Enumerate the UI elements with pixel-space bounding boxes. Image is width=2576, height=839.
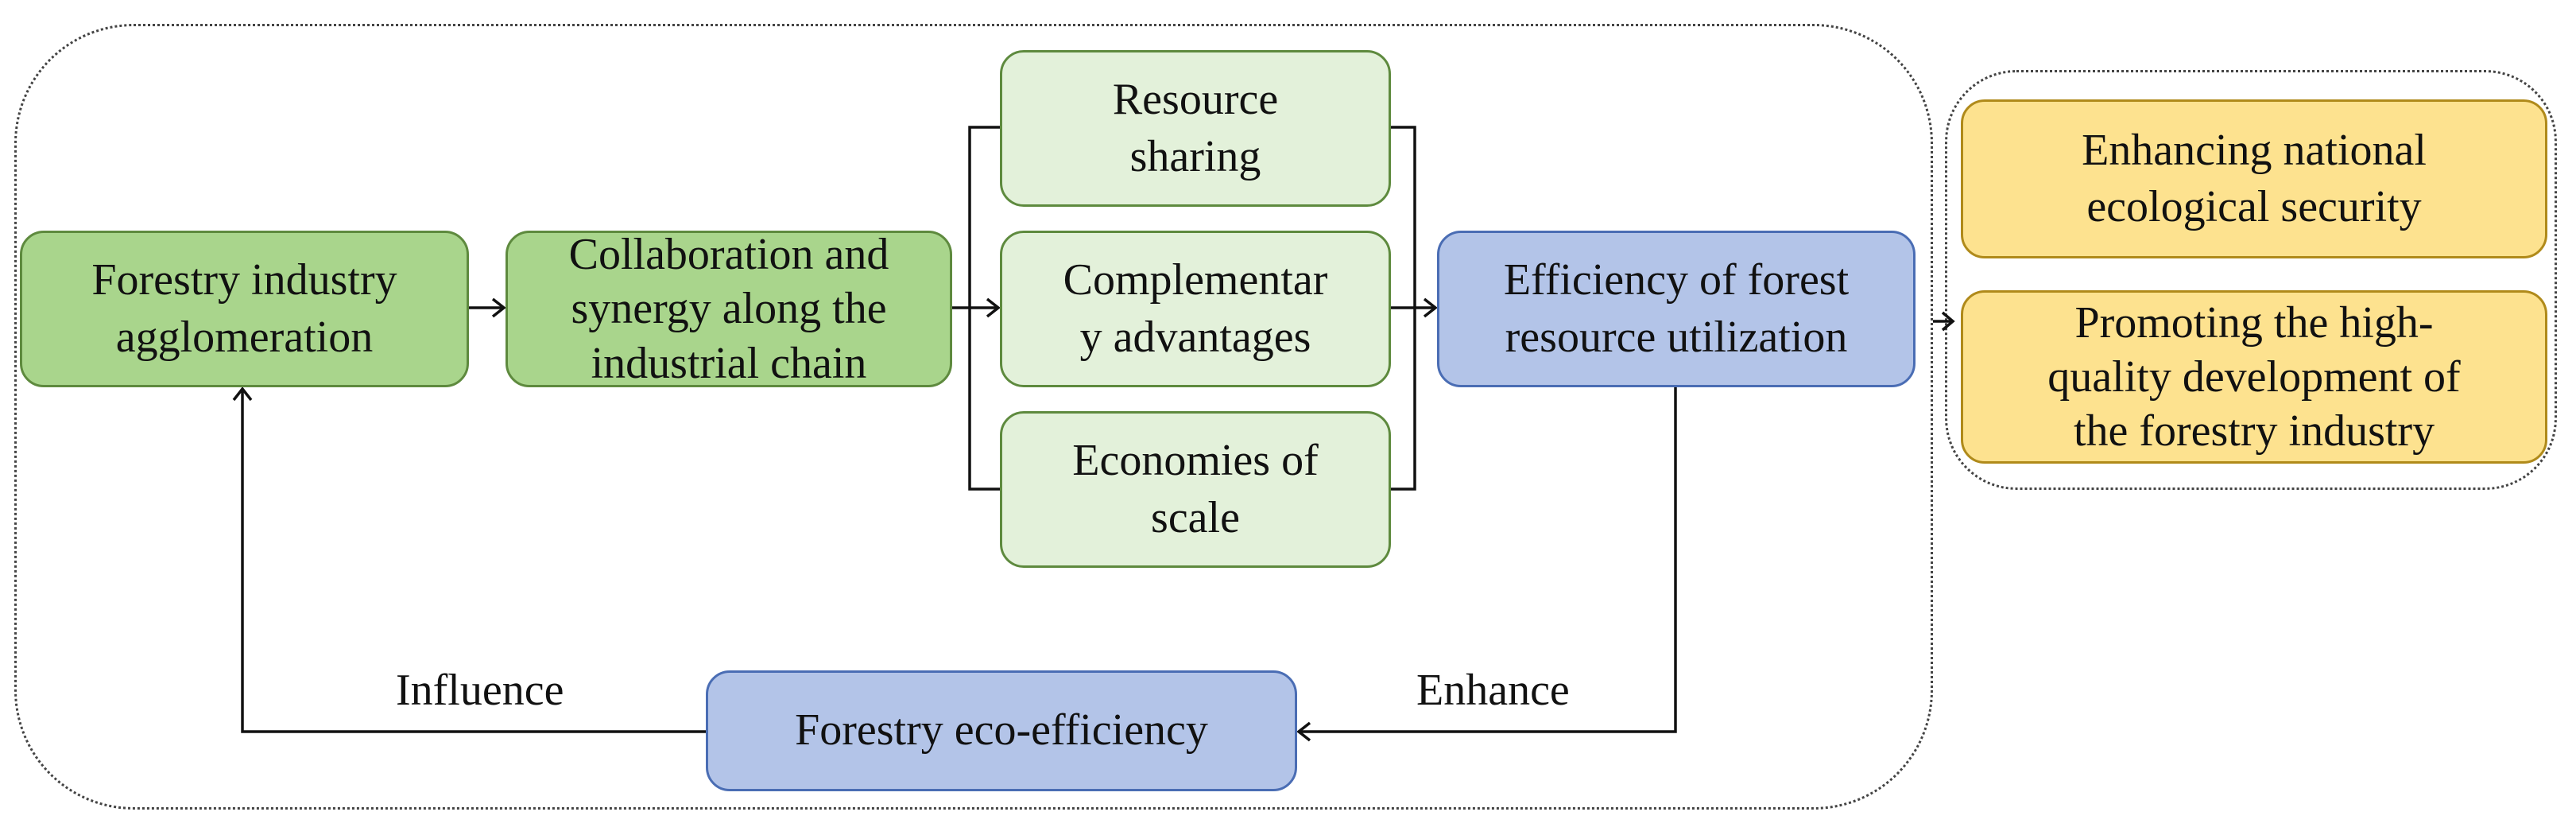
node-text-line: Efficiency of forest: [1503, 255, 1850, 305]
node-text-line: ecological security: [2086, 182, 2422, 231]
node-text-line: agglomeration: [115, 312, 374, 362]
node-text-line: industrial chain: [591, 338, 867, 388]
resource-sharing-node: Resource sharing: [1000, 50, 1391, 207]
node-text-line: synergy along the: [571, 284, 887, 334]
node-text-line: scale: [1151, 492, 1240, 542]
node-text-line: Complementar: [1063, 255, 1328, 305]
node-text-line: Forestry industry: [91, 255, 397, 305]
forestry-industry-agglomeration-node: Forestry industry agglomeration: [20, 231, 469, 387]
complementary-advantages-node: Complementar y advantages: [1000, 231, 1391, 387]
industrial-chain-collaboration-node: Collaboration and synergy along the indu…: [506, 230, 952, 388]
influence-edge-label: Influence: [396, 666, 564, 715]
high-quality-development-node: Promoting the high- quality development …: [1961, 290, 2547, 464]
node-text-line: Economies of: [1072, 436, 1319, 486]
node-text-line: Promoting the high-: [2074, 297, 2434, 348]
node-text-line: Enhancing national: [2082, 125, 2427, 175]
outcomes-region: [1945, 70, 2557, 490]
node-text-line: Collaboration and: [568, 230, 889, 280]
node-text-line: y advantages: [1079, 312, 1311, 362]
node-text-line: Resource: [1112, 75, 1279, 125]
node-text-line: sharing: [1129, 131, 1261, 181]
ecological-security-node: Enhancing national ecological security: [1961, 99, 2547, 258]
node-text-line: resource utilization: [1505, 312, 1848, 362]
forestry-eco-efficiency-node: Forestry eco-efficiency: [706, 670, 1297, 791]
node-text-line: the forestry industry: [2073, 406, 2435, 456]
node-text-line: Forestry eco-efficiency: [795, 705, 1208, 755]
node-text-line: quality development of: [2047, 352, 2461, 402]
economies-of-scale-node: Economies of scale: [1000, 411, 1391, 568]
enhance-edge-label: Enhance: [1416, 666, 1570, 715]
resource-utilization-efficiency-node: Efficiency of forest resource utilizatio…: [1437, 231, 1916, 387]
main-mechanism-region: [14, 24, 1933, 810]
